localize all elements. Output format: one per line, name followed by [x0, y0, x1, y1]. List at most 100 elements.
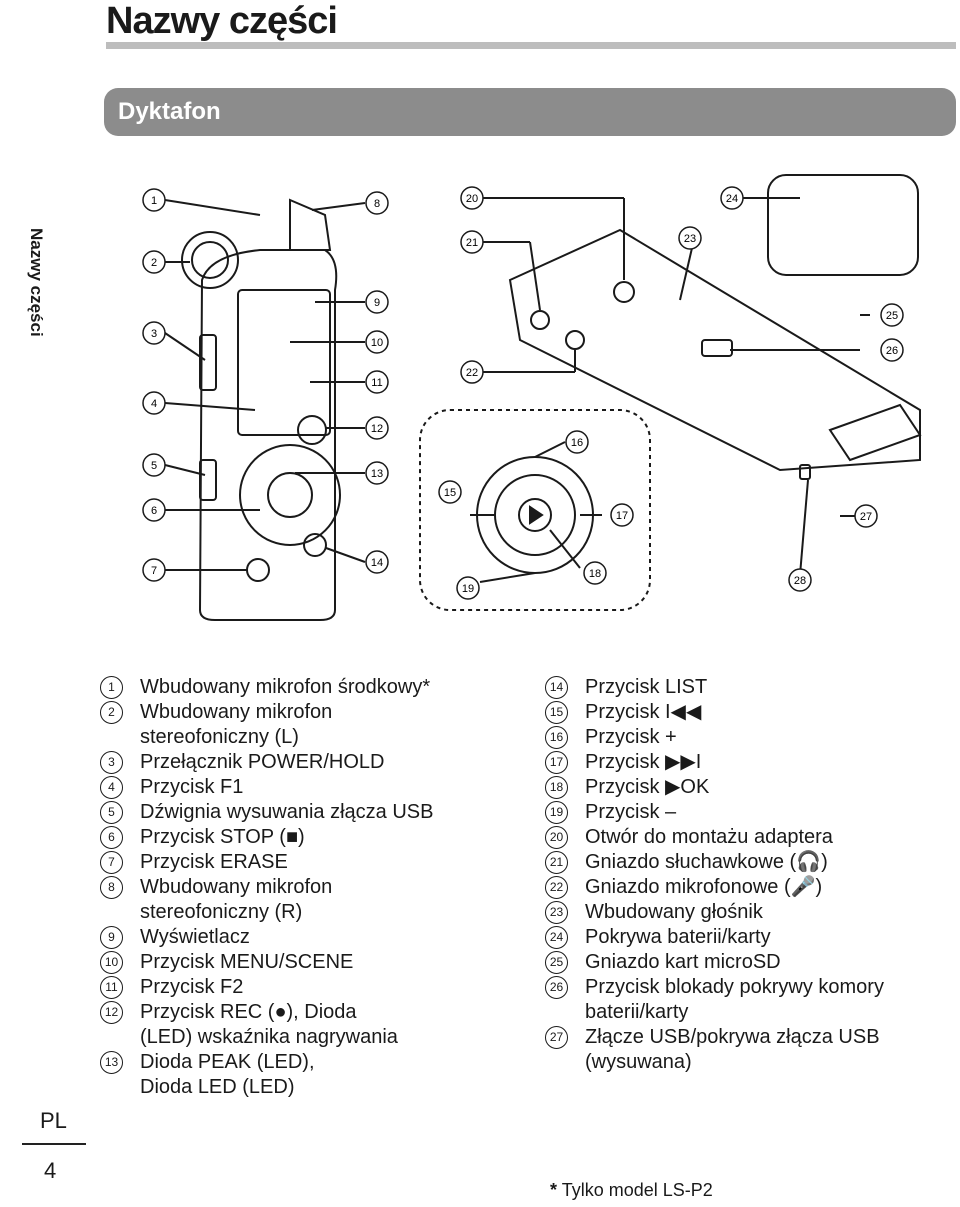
svg-text:1: 1 [151, 195, 157, 207]
svg-text:24: 24 [726, 193, 738, 205]
svg-text:23: 23 [684, 233, 696, 245]
callout-9: 9 [365, 290, 389, 314]
battery-cover-inset [767, 174, 919, 276]
play-triangle [529, 505, 544, 525]
control-ring [239, 444, 341, 546]
footnote-mark: * [550, 1180, 558, 1200]
callout-4: 4 [142, 391, 166, 415]
svg-text:6: 6 [151, 505, 157, 517]
title-rule [106, 42, 956, 49]
usb-connector [828, 403, 922, 462]
callout-15: 15 [438, 480, 462, 504]
section-header-label: Dyktafon [118, 98, 221, 125]
svg-text:5: 5 [151, 460, 157, 472]
language-code: PL [40, 1108, 67, 1133]
svg-text:16: 16 [571, 437, 583, 449]
svg-text:26: 26 [886, 345, 898, 357]
callout-17: 17 [610, 503, 634, 527]
svg-text:9: 9 [374, 297, 380, 309]
svg-text:25: 25 [886, 310, 898, 322]
svg-text:2: 2 [151, 257, 157, 269]
svg-text:19: 19 [462, 583, 474, 595]
page-rule [22, 1143, 86, 1145]
control-pad-ok [518, 498, 552, 532]
callout-24: 24 [720, 186, 744, 210]
center-mic [181, 231, 239, 289]
callout-27: 27 [854, 504, 878, 528]
callout-13: 13 [365, 461, 389, 485]
callout-8: 8 [365, 191, 389, 215]
mic-jack [565, 330, 585, 350]
callout-23: 23 [678, 226, 702, 250]
control-pad-inset [419, 409, 651, 611]
callout-21: 21 [460, 230, 484, 254]
power-switch [199, 334, 217, 391]
callout-11: 11 [365, 370, 389, 394]
section-header: Dyktafon [104, 88, 956, 136]
recorder-body-back [508, 228, 921, 472]
svg-text:8: 8 [374, 198, 380, 210]
side-tab: Nazwy części [14, 228, 54, 348]
footnote: * Tylko model LS-P2 [550, 1180, 713, 1201]
page-title: Nazwy części [106, 0, 338, 42]
callout-1: 1 [142, 188, 166, 212]
svg-text:13: 13 [371, 468, 383, 480]
device-diagram: 1 2 3 4 5 6 7 8 9 10 11 12 13 14 15 16 1… [142, 174, 922, 621]
callout-6: 6 [142, 498, 166, 522]
rec-button [297, 415, 327, 445]
callout-12: 12 [365, 416, 389, 440]
strap-slot [799, 464, 811, 480]
callout-2: 2 [142, 250, 166, 274]
callout-25: 25 [880, 303, 904, 327]
display-screen [237, 289, 331, 436]
svg-text:7: 7 [151, 565, 157, 577]
usb-lever [199, 459, 217, 501]
svg-text:17: 17 [616, 510, 628, 522]
control-center [267, 472, 313, 518]
callout-19: 19 [456, 576, 480, 600]
svg-text:12: 12 [371, 423, 383, 435]
callout-26: 26 [880, 338, 904, 362]
svg-text:14: 14 [371, 557, 383, 569]
center-mic-inner [191, 241, 229, 279]
svg-text:15: 15 [444, 487, 456, 499]
headphone-jack [530, 310, 550, 330]
page-number: 4 [44, 1158, 57, 1183]
side-tab-label: Nazwy części [27, 228, 46, 337]
callout-20: 20 [460, 186, 484, 210]
svg-text:3: 3 [151, 328, 157, 340]
svg-text:10: 10 [371, 337, 383, 349]
svg-text:18: 18 [589, 568, 601, 580]
svg-text:20: 20 [466, 193, 478, 205]
svg-text:4: 4 [151, 398, 157, 410]
svg-text:11: 11 [371, 377, 382, 389]
footnote-text: Tylko model LS-P2 [561, 1180, 713, 1200]
callout-16: 16 [565, 430, 589, 454]
lock-button [701, 339, 733, 357]
svg-text:27: 27 [860, 511, 872, 523]
